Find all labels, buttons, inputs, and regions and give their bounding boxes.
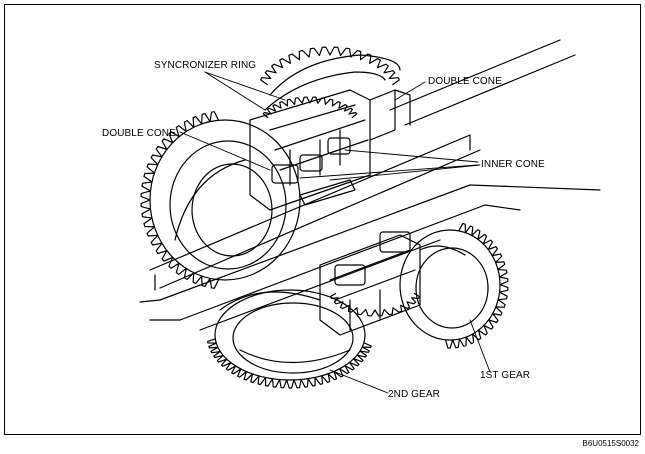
sync-ring-teeth-upper <box>262 96 358 119</box>
label-first-gear: 1ST GEAR <box>480 370 531 381</box>
lower-synchronizer-hub <box>319 231 421 336</box>
second-gear-teeth-outline <box>207 338 372 389</box>
second-gear-teeth <box>207 338 372 389</box>
upper-top-gear <box>264 54 401 111</box>
inner-cone-upper <box>271 137 356 206</box>
sync-ring-teeth-lower-outline <box>329 292 421 317</box>
diagram-frame <box>4 4 641 435</box>
upper-shaft <box>149 39 576 291</box>
top-gear-teeth <box>260 46 400 86</box>
second-gear <box>214 289 366 381</box>
label-syncronizer-ring: SYNCRONIZER RING <box>154 60 257 71</box>
lower-shaft <box>139 184 601 331</box>
top-gear-teeth-outline <box>260 46 400 86</box>
label-second-gear: 2ND GEAR <box>388 389 440 400</box>
label-double-cone-top: DOUBLE CONE <box>428 76 502 87</box>
first-gear-teeth <box>445 223 509 349</box>
first-gear <box>399 229 501 341</box>
leader-lines <box>179 71 491 394</box>
first-gear-teeth-outline <box>445 223 509 349</box>
upper-large-gear-outline <box>140 111 220 289</box>
figure-code: B6U0515S0032 <box>582 439 640 448</box>
sync-ring-teeth-lower <box>329 292 421 317</box>
sync-ring-teeth-upper-outline <box>262 96 358 119</box>
label-inner-cone: INNER CONE <box>481 159 545 170</box>
label-double-cone-left: DOUBLE CONE <box>102 128 176 139</box>
